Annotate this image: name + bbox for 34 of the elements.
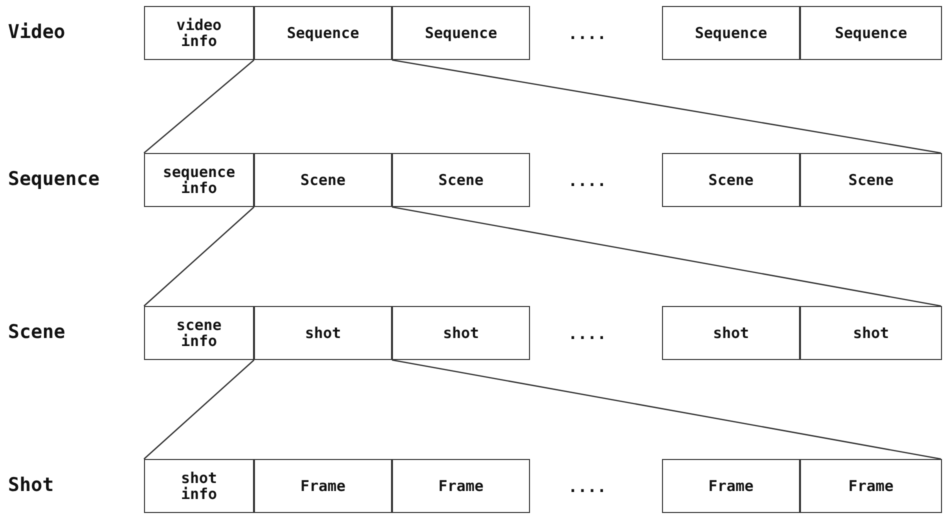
expansion-line: [392, 206, 942, 307]
segment-cell: Scene: [800, 153, 942, 207]
ellipsis-text: ....: [568, 171, 607, 190]
segment-cell: Scene: [662, 153, 800, 207]
level-label: Scene: [8, 321, 66, 343]
segment-cell: Frame: [800, 459, 942, 513]
segment-cell: shot: [392, 306, 530, 360]
segment-cell: shot: [662, 306, 800, 360]
ellipsis-text: ....: [568, 24, 607, 43]
info-cell: shot info: [144, 459, 254, 513]
info-cell: video info: [144, 6, 254, 60]
segment-cell: Frame: [662, 459, 800, 513]
ellipsis-text: ....: [568, 477, 607, 496]
expansion-line: [392, 359, 942, 460]
level-label: Sequence: [8, 168, 100, 190]
expansion-line: [392, 59, 942, 154]
segment-cell: shot: [254, 306, 392, 360]
segment-cell: Sequence: [254, 6, 392, 60]
segment-cell: Scene: [392, 153, 530, 207]
segment-cell: Sequence: [662, 6, 800, 60]
segment-cell: Frame: [254, 459, 392, 513]
segment-cell: Sequence: [392, 6, 530, 60]
segment-cell: Frame: [392, 459, 530, 513]
expansion-line: [144, 206, 254, 306]
info-cell: sequence info: [144, 153, 254, 207]
level-label: Video: [8, 21, 66, 43]
segment-cell: shot: [800, 306, 942, 360]
segment-cell: Sequence: [800, 6, 942, 60]
level-label: Shot: [8, 474, 54, 496]
expansion-line: [144, 60, 254, 154]
segment-cell: Scene: [254, 153, 392, 207]
info-cell: scene info: [144, 306, 254, 360]
ellipsis-text: ....: [568, 324, 607, 343]
expansion-line: [144, 360, 254, 460]
